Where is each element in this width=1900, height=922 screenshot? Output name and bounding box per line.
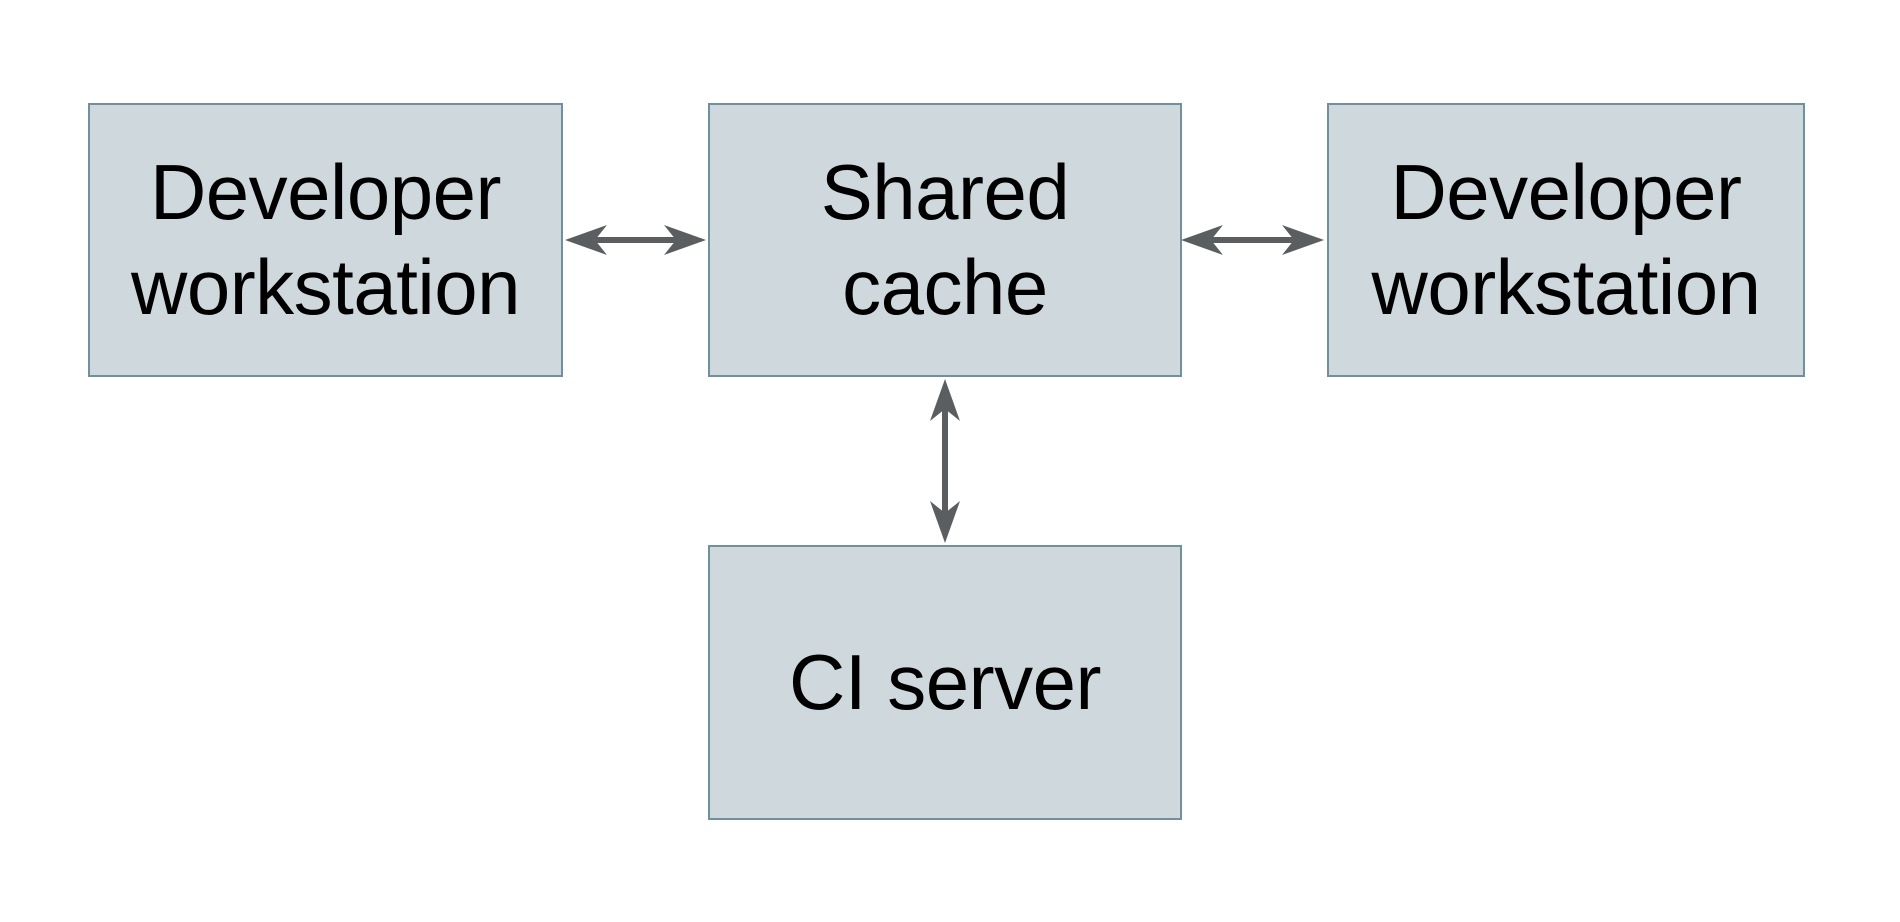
node-developer-workstation-left: Developer workstation: [88, 103, 563, 377]
node-label: Shared cache: [820, 147, 1070, 331]
node-label: Developer workstation: [131, 147, 521, 331]
node-label: CI server: [789, 637, 1101, 726]
bidirectional-arrow-left-workstation-cache: [563, 222, 708, 258]
node-shared-cache: Shared cache: [708, 103, 1182, 377]
node-ci-server: CI server: [708, 545, 1182, 820]
node-label: Developer workstation: [1371, 147, 1762, 331]
bidirectional-arrow-cache-ci-server: [927, 377, 963, 545]
node-developer-workstation-right: Developer workstation: [1327, 103, 1805, 377]
bidirectional-arrow-cache-right-workstation: [1179, 222, 1326, 258]
